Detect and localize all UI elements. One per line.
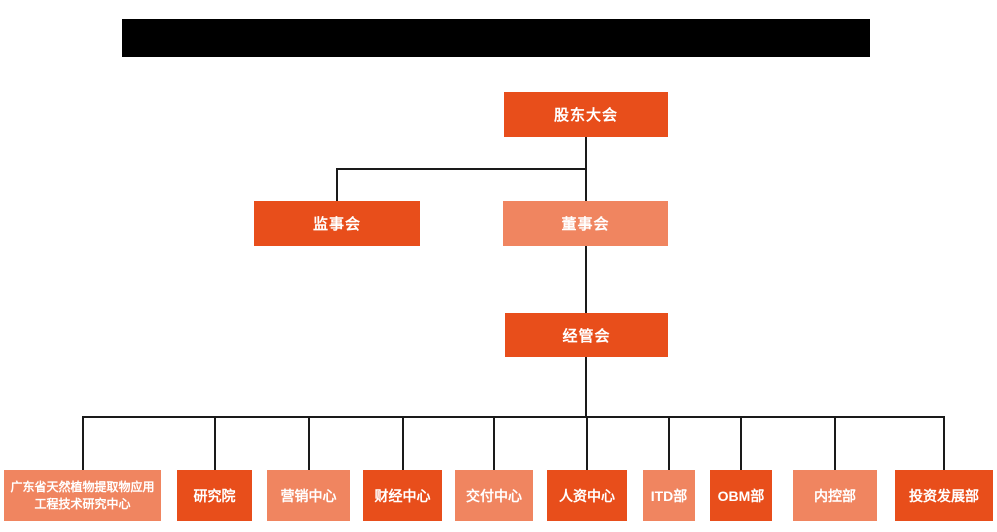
connector-supervisory-drop [336,168,338,202]
node-board-of-directors: 董事会 [503,201,668,246]
node-label: ITD部 [650,487,688,504]
connector-branch-horizontal [336,168,587,170]
node-label: 内控部 [814,487,856,504]
node-label: 股东大会 [553,107,618,124]
node-dept-provincial-research-center: 广东省天然植物提取物应用工程技术研究中心 [4,470,161,521]
node-dept-hr-center: 人资中心 [547,470,627,521]
connector-drop-7 [668,416,670,470]
node-dept-internal-control: 内控部 [793,470,877,521]
connector-drop-8 [740,416,742,470]
node-dept-investment-development: 投资发展部 [895,470,993,521]
connector-drop-1 [82,416,84,470]
connector-drop-9 [834,416,836,470]
redacted-title-bar [122,19,870,57]
connector-drop-3 [308,416,310,470]
node-shareholders-meeting: 股东大会 [504,92,668,137]
connector-drop-5 [493,416,495,470]
node-label: 经管会 [562,327,611,345]
node-dept-itd: ITD部 [643,470,695,521]
node-dept-finance-center: 财经中心 [363,470,442,521]
node-label: 投资发展部 [909,487,979,504]
node-dept-marketing-center: 营销中心 [267,470,350,521]
node-label: 交付中心 [466,487,522,504]
node-label: OBM部 [717,487,765,504]
connector-board-management [585,246,587,314]
node-supervisory-board: 监事会 [254,201,420,246]
node-label: 营销中心 [280,487,337,504]
connector-management-bus [585,357,587,417]
node-management-committee: 经管会 [505,313,668,357]
node-label: 人资中心 [559,487,615,504]
connector-drop-10 [943,416,945,470]
node-label: 研究院 [193,487,236,504]
connector-drop-4 [402,416,404,470]
node-dept-delivery-center: 交付中心 [455,470,533,521]
connector-bus-horizontal [82,416,945,418]
node-label: 监事会 [312,216,361,233]
node-dept-obm: OBM部 [710,470,772,521]
node-label: 财经中心 [374,487,431,504]
connector-drop-2 [214,416,216,470]
node-dept-research-institute: 研究院 [177,470,252,521]
node-label: 董事会 [561,216,610,233]
node-label: 广东省天然植物提取物应用工程技术研究中心 [10,479,155,511]
connector-drop-6 [586,416,588,470]
